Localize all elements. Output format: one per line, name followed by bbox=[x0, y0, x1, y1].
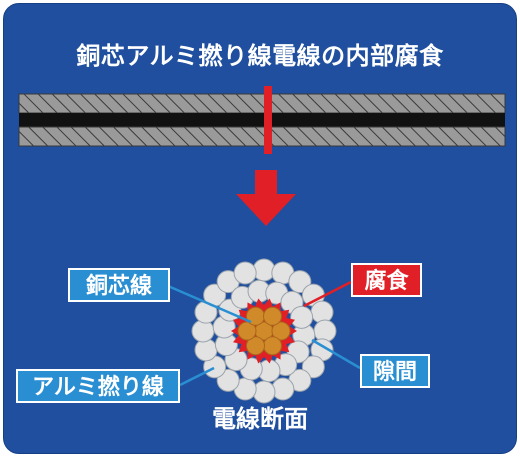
copper-core-label: 銅芯線 bbox=[68, 268, 170, 302]
aluminum-leader-line bbox=[179, 366, 215, 387]
aluminum-strand bbox=[194, 338, 218, 362]
cross-section-caption: 電線断面 bbox=[212, 405, 308, 433]
copper-strand bbox=[263, 336, 282, 356]
corrosion-label: 腐食 bbox=[351, 263, 422, 297]
aluminum-strand bbox=[310, 300, 334, 324]
copper-leader-line bbox=[167, 284, 252, 324]
corrosion-leader-line bbox=[303, 280, 352, 308]
aluminum-strand-label: アルミ撚り線 bbox=[16, 369, 180, 403]
down-arrow-icon bbox=[236, 170, 296, 226]
aluminum-strand bbox=[252, 258, 276, 282]
copper-strand bbox=[263, 306, 282, 326]
aluminum-strand bbox=[290, 305, 314, 329]
copper-strand bbox=[246, 336, 265, 356]
aluminum-strand bbox=[271, 377, 295, 401]
aluminum-strand bbox=[252, 380, 276, 404]
gap-leader-line bbox=[311, 338, 361, 370]
aluminum-strand bbox=[313, 319, 337, 343]
copper-strand bbox=[237, 321, 257, 341]
aluminum-strand bbox=[233, 261, 257, 285]
diagram-title: 銅芯アルミ撚り線電線の内部腐食 bbox=[76, 42, 444, 70]
section-cut-marker bbox=[264, 86, 272, 154]
gap-label: 隙間 bbox=[360, 354, 430, 388]
aluminum-strand bbox=[191, 319, 215, 343]
copper-strand bbox=[271, 321, 291, 341]
cable-side-view bbox=[18, 93, 506, 147]
cable-cross-section bbox=[191, 258, 337, 404]
